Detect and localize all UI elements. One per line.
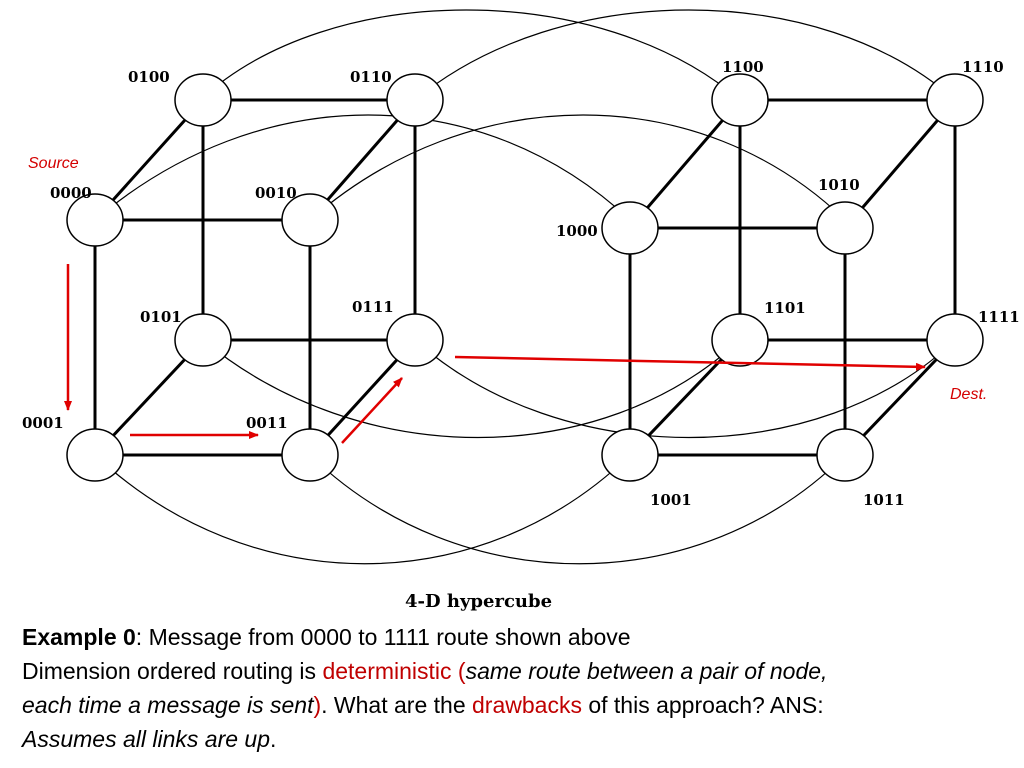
node-1101 [711,313,769,367]
drawbacks-term: drawbacks [472,692,582,718]
label-1101: 1101 [764,299,806,317]
node-1011 [816,428,874,482]
question-suffix: of this approach? ANS: [581,692,824,718]
label-0010: 0010 [255,184,297,202]
example-description: : Message from 0000 to 1111 route shown … [135,624,631,650]
link-0010-1010 [309,114,846,221]
label-0001: 0001 [22,414,64,432]
link-0001-1001 [94,454,631,565]
explanation-text: Example 0: Message from 0000 to 1111 rou… [22,620,1022,756]
node-1001 [601,428,659,482]
hypercube-diagram: 0100 0110 0000 0010 0101 0111 0001 0011 … [22,9,1020,612]
label-1100: 1100 [722,58,764,76]
node-0000 [66,193,124,247]
node-1100 [711,73,769,127]
label-1000: 1000 [556,222,598,240]
label-0011: 0011 [246,414,288,432]
close-paren: ) [313,692,322,718]
dest-label: Dest. [950,386,987,403]
node-0110 [386,73,444,127]
route-arrow-0011-0111 [341,377,403,444]
text-line-3: each time a message is sent). What are t… [22,688,1022,722]
deterministic-term: deterministic ( [322,658,466,684]
node-1000 [601,201,659,255]
node-1110 [926,73,984,127]
cube-edges [93,98,957,457]
text-line-4: Assumes all links are up. [22,722,1022,756]
deterministic-explanation: same route between a pair of node, [465,658,828,684]
node-0001 [66,428,124,482]
routing-statement: Dimension ordered routing is [22,658,323,684]
link-0011-1011 [309,454,846,565]
link-0111-1111 [414,339,956,439]
node-1010 [816,201,874,255]
label-0110: 0110 [350,68,392,86]
route-arrows [64,264,926,444]
route-arrow-0111-1111 [454,355,926,371]
diagram-caption: 4-D hypercube [405,591,552,612]
link-0101-1101 [202,339,741,439]
answer-period: . [270,726,277,752]
label-1111: 1111 [978,308,1020,326]
deterministic-explanation-cont: each time a message is sent [22,692,314,718]
link-0110-1110 [414,9,956,101]
node-0111 [386,313,444,367]
label-0111: 0111 [352,298,394,316]
label-0101: 0101 [140,308,182,326]
label-1010: 1010 [818,176,860,194]
node-0101 [174,313,232,367]
source-label: Source [28,155,79,172]
node-0011 [281,428,339,482]
text-line-2: Dimension ordered routing is determinist… [22,654,1022,688]
label-0000: 0000 [50,184,92,202]
label-1011: 1011 [863,491,905,509]
example-heading: Example 0 [22,624,136,650]
label-0100: 0100 [128,68,170,86]
node-1111 [926,313,984,367]
curved-links [94,9,956,565]
link-0100-1100 [199,9,741,101]
node-0100 [174,73,232,127]
question-prefix: . What are the [321,692,473,718]
label-1001: 1001 [650,491,692,509]
link-0000-1000 [94,114,631,221]
node-0010 [281,193,339,247]
text-line-1: Example 0: Message from 0000 to 1111 rou… [22,620,1022,654]
label-1110: 1110 [962,58,1004,76]
answer-text: Assumes all links are up [22,726,270,752]
